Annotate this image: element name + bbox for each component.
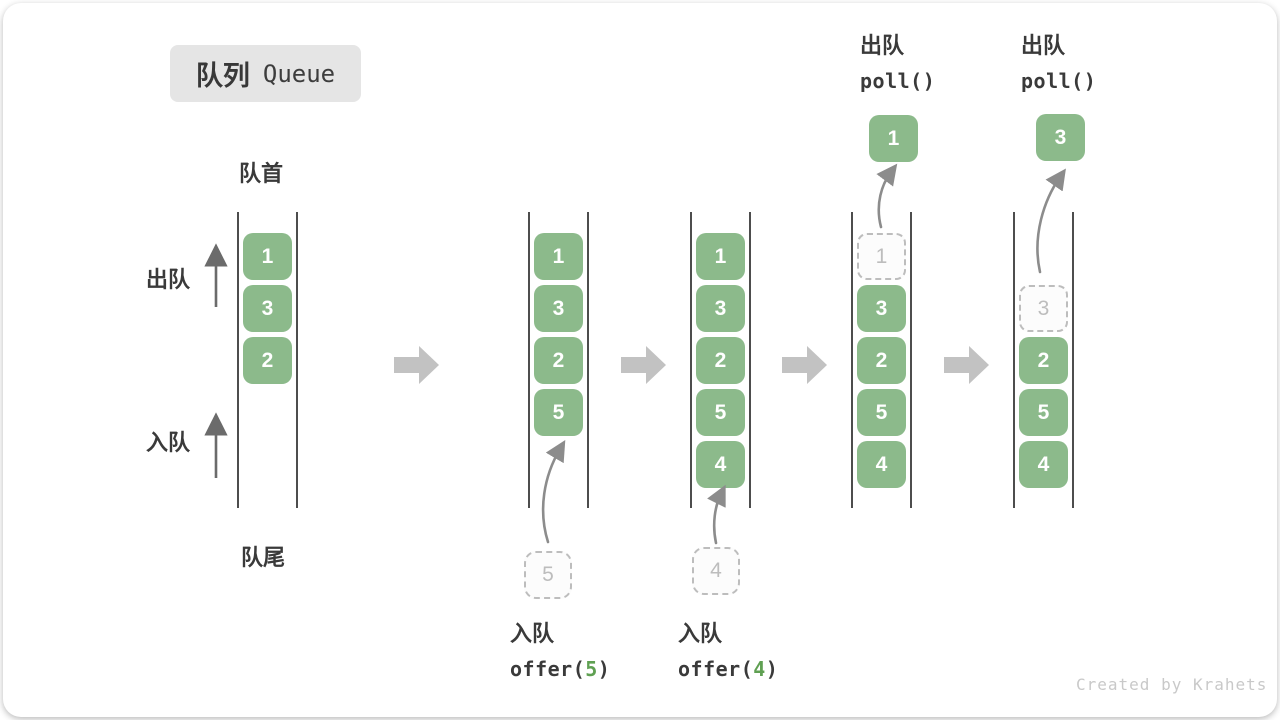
- enqueue-arrow-icon: [707, 484, 726, 545]
- right-block-arrow-icon: [782, 346, 827, 384]
- offer-op-code: offer(4): [678, 657, 779, 681]
- poll-op-zh: 出队: [1021, 33, 1066, 58]
- offer-op-zh: 入队: [678, 621, 723, 646]
- queue-element: 3: [857, 285, 906, 332]
- offer-op-code: offer(5): [510, 657, 611, 681]
- polled-element-placeholder: 1: [857, 233, 906, 280]
- queue-element: 1: [534, 233, 583, 280]
- right-block-arrow-icon: [944, 346, 989, 384]
- polled-element: 1: [869, 115, 918, 162]
- dequeue-side-label: 出队: [146, 267, 191, 292]
- queue-element: 3: [243, 285, 292, 332]
- enqueue-side-label: 入队: [146, 430, 191, 455]
- queue-element: 4: [696, 441, 745, 488]
- right-block-arrow-icon: [394, 346, 439, 384]
- offer-value: 4: [753, 657, 766, 681]
- up-arrow-icon: [204, 243, 228, 307]
- watermark: Created by Krahets: [1076, 675, 1268, 694]
- queue-element: 3: [534, 285, 583, 332]
- queue-state-5: 3 2 5 4: [1013, 212, 1074, 508]
- title-zh: 队列: [195, 61, 250, 91]
- queue-rear-label: 队尾: [241, 545, 286, 570]
- up-arrow-icon: [204, 412, 228, 478]
- offer-op-label: 入队 offer(5): [510, 616, 610, 681]
- offer-op-zh: 入队: [510, 621, 555, 646]
- poll-op-label: 出队 poll(): [860, 28, 935, 93]
- dequeue-arrow-icon: [1036, 168, 1066, 274]
- queue-element: 3: [696, 285, 745, 332]
- enqueue-arrow-icon: [541, 440, 566, 544]
- queue-element: 1: [696, 233, 745, 280]
- poll-op-code: poll(): [860, 69, 936, 93]
- poll-op-code: poll(): [1021, 69, 1097, 93]
- dequeue-arrow-icon: [876, 163, 898, 229]
- queue-element: 5: [696, 389, 745, 436]
- queue-element: 2: [243, 337, 292, 384]
- queue-state-2: 1 3 2 5: [528, 212, 589, 508]
- queue-element: 1: [243, 233, 292, 280]
- incoming-element: 4: [692, 547, 740, 595]
- polled-element-placeholder: 3: [1019, 285, 1068, 332]
- queue-state-3: 1 3 2 5 4: [690, 212, 751, 508]
- queue-element: 2: [534, 337, 583, 384]
- offer-value: 5: [585, 657, 598, 681]
- queue-front-label: 队首: [239, 161, 284, 186]
- queue-element: 2: [1019, 337, 1068, 384]
- queue-state-4: 1 3 2 5 4: [851, 212, 912, 508]
- polled-element: 3: [1036, 114, 1085, 161]
- incoming-element: 5: [524, 551, 572, 599]
- queue-state-1: 1 3 2: [237, 212, 298, 508]
- queue-element: 5: [534, 389, 583, 436]
- right-block-arrow-icon: [621, 346, 666, 384]
- queue-element: 5: [1019, 389, 1068, 436]
- queue-element: 2: [696, 337, 745, 384]
- queue-element: 5: [857, 389, 906, 436]
- poll-op-label: 出队 poll(): [1021, 28, 1096, 93]
- poll-op-zh: 出队: [860, 33, 905, 58]
- queue-element: 4: [1019, 441, 1068, 488]
- queue-element: 4: [857, 441, 906, 488]
- title-en: Queue: [262, 59, 336, 88]
- offer-op-label: 入队 offer(4): [678, 616, 778, 681]
- title-box: 队列 Queue: [170, 45, 361, 102]
- queue-element: 2: [857, 337, 906, 384]
